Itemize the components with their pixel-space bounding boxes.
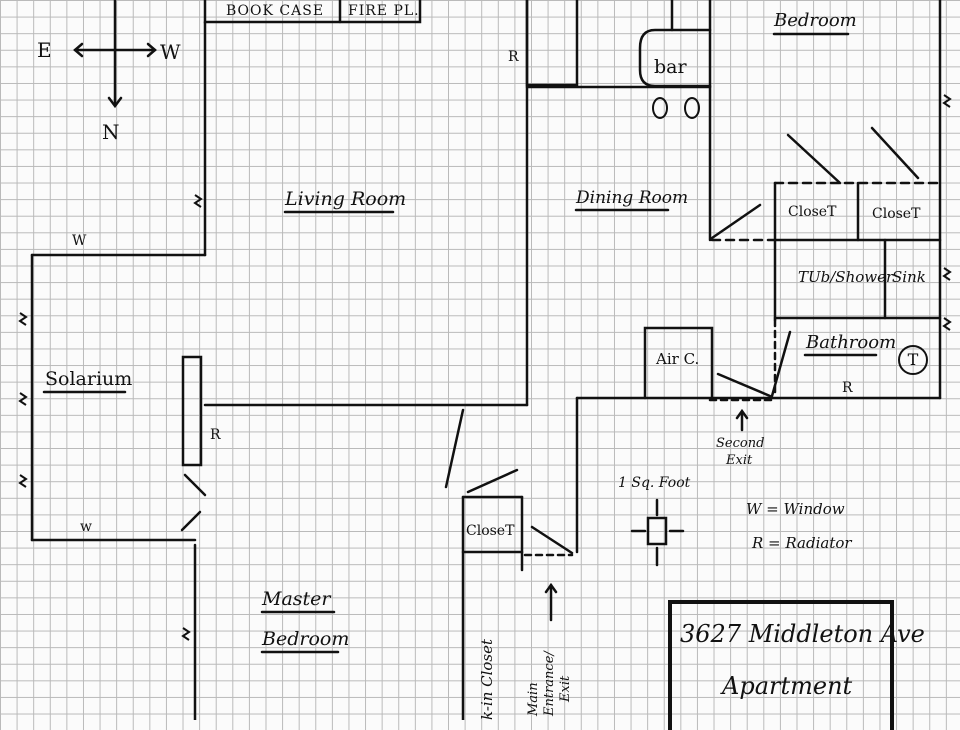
dining-room-label: Dining Room [576,188,689,208]
window-marker-solarium-top: W [72,233,87,249]
address-line2: Apartment [722,672,853,700]
bookcase-label: BOOK CASE [226,3,325,19]
radiator-legend: R = Radiator [752,534,852,552]
sink-label: Sink [892,268,926,286]
compass-north: N [102,120,120,144]
scale-legend: 1 Sq. Foot [618,475,691,491]
tub-shower-label: TUb/Shower [798,268,894,286]
master-bedroom-label-line1: Master [262,588,331,610]
toilet-symbol: T [898,345,928,375]
second-exit-label-line1: Second [716,436,765,451]
main-exit-label-line1: Main [526,682,541,716]
radiator-marker-bathroom: R [842,380,853,396]
window-legend: W = Window [746,500,845,518]
second-exit-label-line2: Exit [726,453,753,468]
compass-east: E [37,38,52,62]
closet-right-label: CloseT [872,206,921,222]
compass-west: W [160,40,181,64]
address-box: 3627 Middleton Ave Apartment [668,600,925,730]
walkin-closet-label: k-in Closet [478,638,496,720]
window-marker-solarium-bottom: w [80,519,92,535]
closet-left-label: CloseT [788,204,837,220]
main-exit-label-line3: Exit [558,675,573,702]
address-line1: 3627 Middleton Ave [680,620,925,648]
radiator-marker-dining: R [508,49,519,65]
master-bedroom-label-line2: Bedroom [262,628,350,650]
bar-label: bar [654,56,687,78]
living-room-label: Living Room [285,188,407,210]
bathroom-label: Bathroom [806,332,897,353]
main-exit-label-line2: Entrance/ [542,651,557,716]
closet-entrance-label: CloseT [466,523,515,539]
fireplace-label: FIRE PL. [348,3,420,19]
radiator-marker-solarium: R [210,427,221,443]
solarium-label: Solarium [45,368,133,390]
bedroom-label: Bedroom [774,10,857,31]
air-conditioner-label: Air C. [656,350,700,368]
